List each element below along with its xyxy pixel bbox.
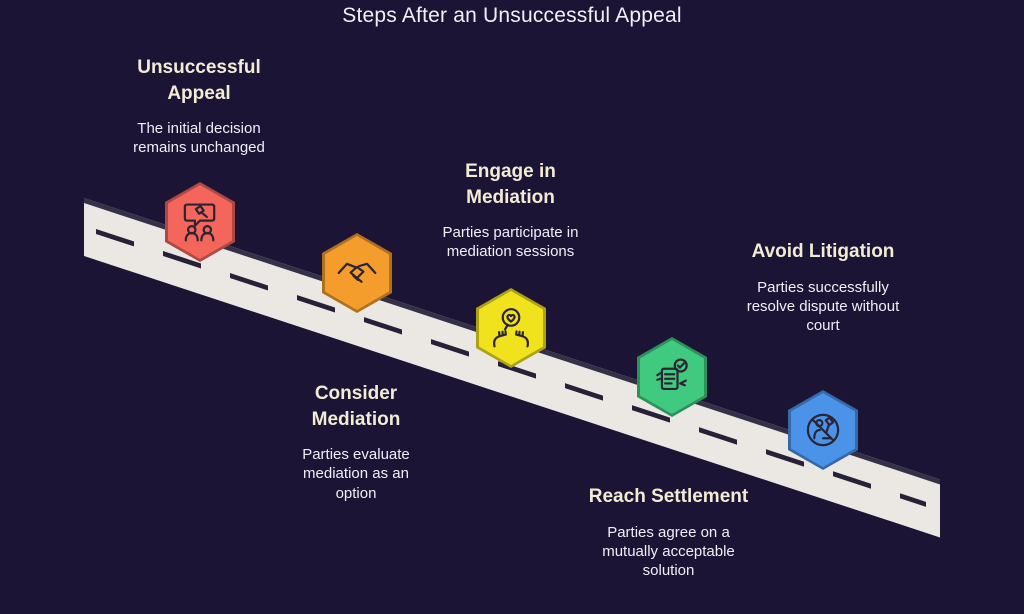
step-title: Reach Settlement: [588, 486, 749, 507]
step-title: Avoid Litigation: [751, 241, 895, 262]
no-litigation-icon: [806, 413, 840, 447]
step-title: Consider Mediation: [311, 383, 401, 430]
step-label-engage-mediation: Engage in Mediation Parties participate …: [423, 159, 598, 262]
hexagon-marker-reach-settlement: [637, 337, 707, 417]
step-description: The initial decision remains unchanged: [133, 120, 265, 157]
people-gavel-icon: [183, 203, 216, 242]
handshake-icon: [337, 262, 377, 283]
hexagon-face: [325, 236, 389, 310]
step-label-avoid-litigation: Avoid Litigation Parties successfully re…: [738, 239, 908, 335]
step-label-unsuccessful-appeal: Unsuccessful Appeal The initial decision…: [114, 55, 284, 158]
hexagon-marker-avoid-litigation: [788, 390, 858, 470]
step-description: Parties successfully resolve dispute wit…: [746, 278, 900, 335]
hands-heart-icon: [493, 308, 529, 348]
document-check-icon: [656, 358, 688, 391]
hexagon-face: [168, 185, 232, 259]
step-label-reach-settlement: Reach Settlement Parties agree on a mutu…: [581, 484, 756, 580]
step-description: Parties participate in mediation session…: [442, 224, 579, 261]
step-label-consider-mediation: Consider Mediation Parties evaluate medi…: [281, 381, 431, 503]
step-description: Parties agree on a mutually acceptable s…: [602, 523, 735, 580]
step-description: Parties evaluate mediation as an option: [302, 446, 410, 502]
hexagon-face: [791, 393, 855, 467]
step-title: Engage in Mediation: [465, 161, 556, 208]
page-title: Steps After an Unsuccessful Appeal: [342, 4, 682, 27]
hexagon-face: [640, 340, 704, 414]
step-title: Unsuccessful Appeal: [137, 57, 261, 104]
hexagon-marker-engage-mediation: [476, 288, 546, 368]
hexagon-face: [479, 291, 543, 365]
